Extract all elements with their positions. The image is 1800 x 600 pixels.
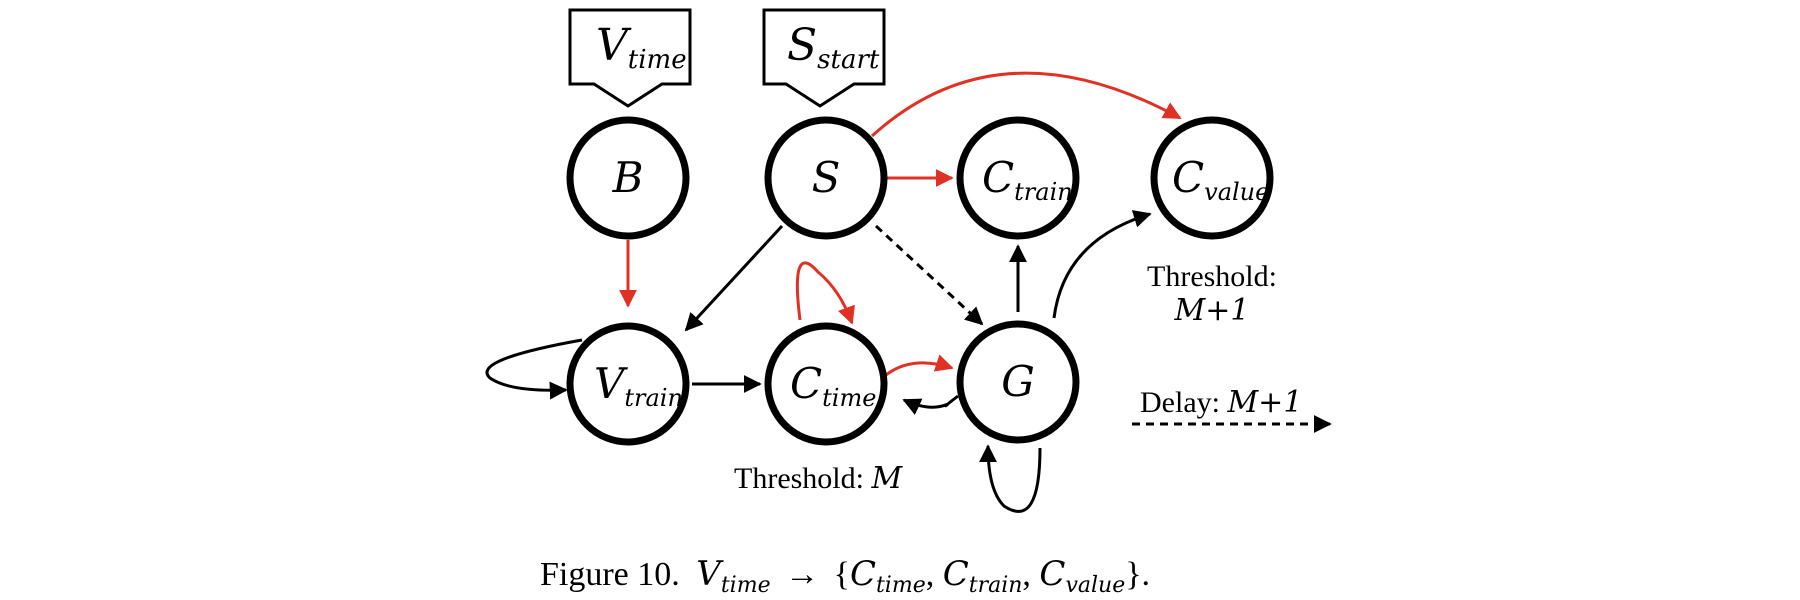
caption-comma-2: , (1022, 556, 1031, 593)
node-v-train-sub: train (624, 384, 683, 412)
input-v-time: Vtime (568, 8, 692, 108)
edge-v-train-self-loop (485, 338, 583, 400)
node-c-time: Ctime (764, 322, 888, 446)
caption-close: }. (1125, 556, 1150, 593)
input-v-time-main: V (596, 20, 632, 71)
caption-prefix: Figure 10. (540, 556, 680, 593)
svg-text:Cvalue: Cvalue (1172, 153, 1269, 206)
caption-c3: C (1039, 554, 1065, 594)
threshold-right-label: Threshold: (1147, 260, 1277, 293)
input-s-start-main: S (787, 20, 817, 71)
node-c-value: Cvalue (1150, 116, 1274, 240)
node-v-train-main: V (594, 359, 628, 408)
threshold-bottom: Threshold: M (734, 461, 903, 496)
svg-text:Sstart: Sstart (787, 20, 880, 75)
svg-text:Vtime: Vtime (596, 20, 687, 75)
node-c-time-main: C (790, 359, 822, 408)
node-s: S (764, 116, 888, 240)
edge-c-time-to-g (885, 354, 954, 377)
svg-text:Vtrain: Vtrain (594, 359, 683, 412)
caption-v-sub: time (721, 573, 771, 598)
edge-g-to-c-time (902, 394, 959, 415)
caption-arrow: → (785, 556, 819, 593)
edge-g-self-loop (979, 444, 1042, 513)
svg-text:Ctime: Ctime (790, 359, 876, 412)
node-c-train-sub: train (1014, 178, 1073, 206)
edge-s-to-v-train (684, 224, 784, 332)
svg-text:Ctrain: Ctrain (982, 153, 1073, 206)
node-c-time-sub: time (822, 384, 876, 412)
delay-label: Delay: (1140, 386, 1227, 419)
edge-c-time-self-loop (795, 261, 855, 325)
figure-caption: Figure 10. Vtime → {Ctime, Ctrain, Cvalu… (540, 554, 1150, 600)
caption-open-brace: { (834, 556, 850, 593)
caption-comma-1: , (926, 556, 935, 593)
node-b: B (566, 116, 690, 240)
node-c-value-main: C (1172, 153, 1204, 202)
node-v-train: Vtrain (566, 322, 690, 446)
node-g-label: G (1001, 357, 1035, 406)
node-c-value-sub: value (1204, 178, 1269, 206)
threshold-bottom-label: Threshold: (734, 462, 871, 495)
caption-c1: C (850, 554, 876, 594)
edge-g-to-c-value (1052, 210, 1152, 319)
edge-s-to-c-value (870, 71, 1182, 138)
caption-c1-sub: time (876, 573, 926, 598)
input-s-start: Sstart (762, 8, 886, 108)
caption-c2-sub: train (969, 573, 1023, 598)
edge-s-to-g-delay (874, 224, 984, 326)
delay-legend-text: Delay: M+1 (1140, 385, 1302, 420)
node-g: G (956, 320, 1080, 444)
input-v-time-sub: time (628, 45, 687, 75)
node-c-train: Ctrain (956, 116, 1080, 240)
node-s-label: S (812, 153, 841, 202)
caption-c3-sub: value (1065, 573, 1125, 598)
caption-c2: C (943, 554, 969, 594)
node-c-train-main: C (982, 153, 1014, 202)
caption-v: V (696, 554, 724, 594)
threshold-bottom-value: M (870, 461, 903, 496)
node-b-label: B (612, 153, 644, 202)
threshold-right-value: M+1 (1174, 293, 1250, 328)
delay-value: M+1 (1226, 385, 1302, 420)
input-s-start-sub: start (817, 45, 880, 75)
